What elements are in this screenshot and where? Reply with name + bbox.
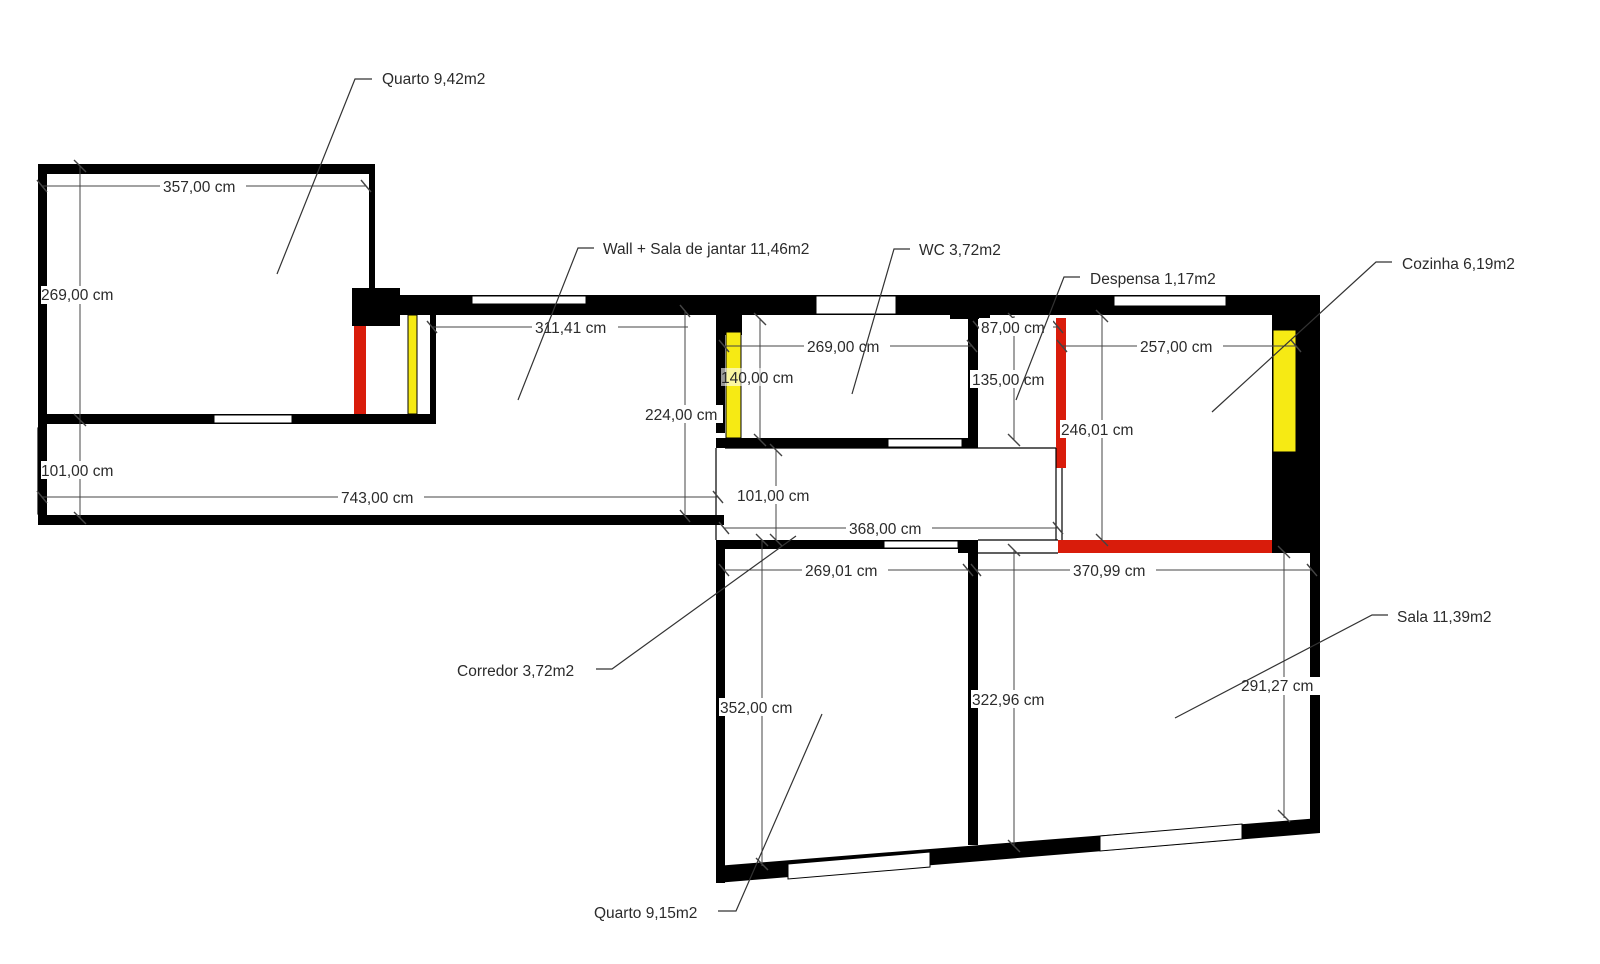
label-wc: WC 3,72m2 (919, 242, 1001, 259)
wall-corr-bottom (716, 540, 978, 549)
label-quarto2: Quarto 9,15m2 (594, 905, 697, 922)
red-wall-q1 (354, 326, 366, 414)
wall-hall-bottom (38, 515, 724, 525)
label-cozinha: Cozinha 6,19m2 (1402, 256, 1515, 273)
window-wc-bottom (887, 438, 963, 448)
wall-wc-bottom (716, 438, 978, 448)
colored-walls (354, 314, 1297, 553)
wall-sj-stub (430, 314, 436, 424)
dim-sj-311: 311,41 cm (535, 320, 606, 337)
wall-q1-top (38, 164, 375, 174)
wall-q1-right (369, 164, 375, 288)
label-sala-jantar: Wall + Sala de jantar 11,46m2 (603, 241, 809, 258)
windows (213, 295, 1243, 880)
dim-desp-135: 135,00 cm (972, 372, 1044, 389)
window-q2-bottom (787, 851, 931, 880)
leader-corredor (596, 535, 797, 670)
label-quarto1: Quarto 9,42m2 (382, 71, 485, 88)
yellow-wall-cozinha (1272, 329, 1297, 453)
dim-q2-269: 269,01 cm (805, 563, 877, 580)
dim-coz-246: 246,01 cm (1061, 422, 1133, 439)
dim-hall-743: 743,00 cm (341, 490, 413, 507)
room-labels: Quarto 9,42m2 Wall + Sala de jantar 11,4… (276, 71, 1515, 922)
dim-corr-368: 368,00 cm (849, 521, 921, 538)
dim-coz-257: 257,00 cm (1140, 339, 1212, 356)
wall-lower-left (716, 315, 725, 433)
dim-corr-101: 101,00 cm (737, 488, 809, 505)
dim-q1-width: 357,00 cm (163, 179, 235, 196)
leader-sala (1174, 614, 1388, 719)
dim-sala-322: 322,96 cm (972, 692, 1044, 709)
dim-q1-height: 269,00 cm (41, 287, 113, 304)
window-sala-bottom (1099, 823, 1243, 852)
label-corredor: Corredor 3,72m2 (457, 663, 574, 680)
dimension-texts: 357,00 cm 269,00 cm 101,00 cm 743,00 cm … (41, 177, 1323, 717)
wall-desp-top (950, 305, 990, 319)
leader-cozinha (1211, 261, 1392, 413)
label-sala: Sala 11,39m2 (1397, 609, 1492, 626)
dim-q2-352: 352,00 cm (720, 700, 792, 717)
dim-sj-224: 224,00 cm (645, 407, 717, 424)
red-wall-despensa (1056, 318, 1066, 468)
window-corr (883, 540, 959, 549)
dim-hall-101-left: 101,00 cm (41, 463, 113, 480)
red-wall-cozinha-bottom (1058, 540, 1272, 553)
leader-quarto1 (276, 78, 372, 275)
label-despensa: Despensa 1,17m2 (1090, 271, 1216, 288)
dim-sala-370: 370,99 cm (1073, 563, 1145, 580)
window-cozinha (1113, 295, 1227, 307)
dim-desp-87: 87,00 cm (981, 320, 1045, 337)
yellow-wall-sj (407, 314, 418, 415)
wall-wc-left (716, 315, 742, 335)
dim-wc-140: 140,00 cm (721, 370, 793, 387)
window-sj (471, 295, 587, 305)
window-wc (815, 295, 897, 315)
window-q1 (213, 414, 293, 424)
leader-sala-jantar (517, 247, 594, 401)
leader-despensa (1015, 276, 1080, 401)
leader-quarto2 (718, 713, 823, 912)
dim-wc-269: 269,00 cm (807, 339, 879, 356)
leader-wc (851, 248, 910, 395)
dim-sala-291: 291,27 cm (1241, 678, 1313, 695)
